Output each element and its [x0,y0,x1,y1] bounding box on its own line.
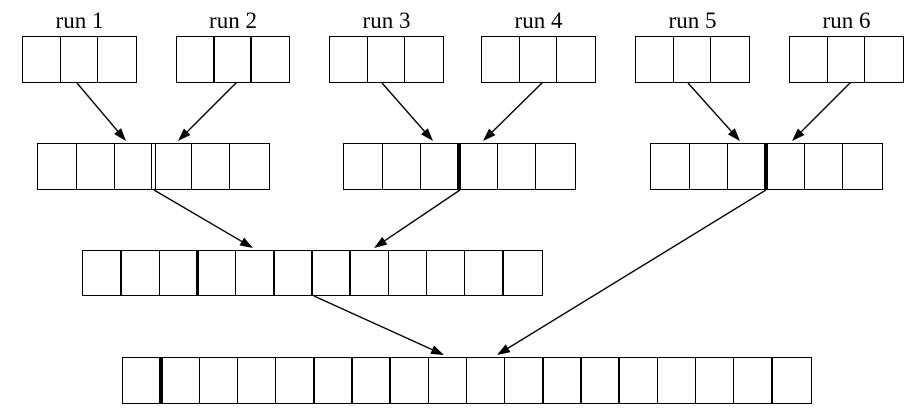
arrow-run2-to-merge12-head [178,128,191,141]
arrow-run2-to-merge12 [186,81,238,133]
cell-divider [96,37,99,82]
cell-divider [236,358,239,403]
arrow-run3-to-merge34 [381,82,425,132]
cell-divider [463,251,466,295]
run-4-box [481,36,596,83]
run-2-box-label: run 2 [209,8,257,33]
cell-divider [555,37,558,82]
cell-divider [694,358,697,403]
cell-divider [273,251,275,295]
cell-divider [656,358,659,403]
arrow-merge34-to-merge1234 [384,189,461,242]
cell-divider [403,37,406,82]
cell-divider [159,358,163,403]
cell-divider [465,358,468,403]
cell-divider [764,144,768,189]
cell-divider [457,144,461,189]
arrow-merge34-to-merge1234-head [374,236,388,248]
run-1-box [22,36,137,83]
cell-divider [496,144,499,189]
cell-divider [274,358,277,403]
cell-divider [228,144,231,189]
cell-divider [841,144,844,189]
cell-divider [534,144,537,189]
arrow-merge12-to-merge1234-head [239,237,253,248]
cell-divider [518,37,521,82]
cell-divider [195,251,200,295]
merged-runs-5-6-box [650,143,883,190]
cell-divider [389,358,391,403]
run-2-box [176,36,290,83]
arrow-merge56-to-final [507,189,767,349]
cell-divider [732,358,735,403]
cell-divider [234,251,237,295]
cell-divider [349,251,351,295]
cell-divider [198,358,201,403]
arrow-run1-to-merge12-head [114,128,126,141]
cell-divider [190,144,193,189]
cell-divider [709,37,712,82]
cell-divider [419,144,422,189]
cell-divider [313,358,315,403]
cell-divider [311,251,313,295]
cell-divider [542,358,544,403]
cell-divider [150,144,156,189]
final-merged-run-box [122,357,812,404]
merged-runs-1-4-box [82,250,543,296]
arrow-run1-to-merge12 [76,82,119,132]
cell-divider [427,358,430,403]
cell-divider [826,37,829,82]
merged-runs-1-2-box [37,143,270,190]
cell-divider [672,37,675,82]
run-5-box-label: run 5 [668,8,717,33]
cell-divider [213,37,215,82]
cell-divider [381,144,384,189]
arrow-merge56-to-final-head [497,344,511,355]
arrow-run6-to-merge56-head [792,128,805,141]
run-3-box-label: run 3 [362,8,411,33]
arrow-run3-to-merge34-head [420,128,433,141]
arrow-run5-to-merge56-head [727,128,740,141]
arrow-run4-to-merge34 [491,81,544,133]
cell-divider [59,37,62,82]
arrow-merge12-to-merge1234 [153,189,243,243]
arrow-run6-to-merge56 [800,81,852,133]
cell-divider [387,251,390,295]
run-6-box-label: run 6 [822,8,871,33]
cell-divider [771,358,773,403]
cell-divider [618,358,620,403]
run-3-box [329,36,444,83]
arrow-merge1234-to-final [313,295,433,351]
cell-divider [113,144,116,189]
cell-divider [863,37,866,82]
run-1-box-label: run 1 [55,8,104,33]
cell-divider [503,358,506,403]
cell-divider [502,251,504,295]
cell-divider [580,358,582,403]
cell-divider [366,37,369,82]
cell-divider [250,37,252,82]
cell-divider [158,251,161,295]
run-6-box [789,36,904,83]
cell-divider [688,144,691,189]
cell-divider [726,144,729,189]
arrow-merge1234-to-final-head [430,345,444,355]
cell-divider [351,358,353,403]
arrow-run5-to-merge56 [687,82,732,132]
merged-runs-3-4-box [343,143,576,190]
cell-divider [425,251,428,295]
run-4-box-label: run 4 [514,8,563,33]
cell-divider [803,144,806,189]
cell-divider [75,144,78,189]
cell-divider [120,251,122,295]
arrow-run4-to-merge34-head [483,128,496,141]
run-5-box [635,36,750,83]
